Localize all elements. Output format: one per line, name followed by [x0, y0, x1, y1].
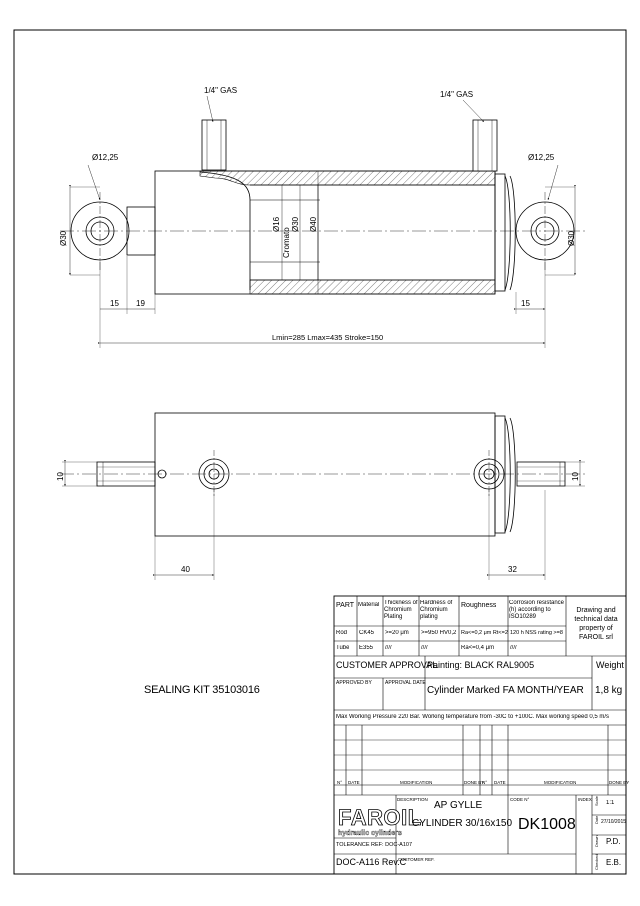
marking-label: Cylinder Marked FA MONTH/YEAR — [427, 685, 584, 696]
weight-value: 1,8 kg — [595, 685, 623, 696]
description-label: DESCRIPTION — [397, 797, 428, 802]
spec-tube-thickness: //// — [385, 645, 392, 651]
property-note: Drawing and technical data property of F… — [574, 607, 618, 641]
spec-header-thickness: Thickness of Chromium Plating — [384, 600, 418, 620]
dim-right-label: 15 — [521, 299, 530, 308]
length-note-label: Lmin=285 Lmax=435 Stroke=150 — [272, 333, 383, 342]
approved-by-label: APPROVED BY — [336, 680, 372, 686]
spec-tube-hardness: //// — [421, 645, 428, 651]
doc-ref: DOC-A116 Rev.C — [336, 857, 407, 867]
cylinder-tube — [154, 170, 496, 295]
sheet-border — [13, 29, 627, 875]
cylinder-tube-side — [154, 412, 496, 537]
approval-date-label: APPROVAL DATE — [385, 680, 426, 686]
rev-header-n: N° — [337, 780, 343, 785]
rev-header-date2: DATE — [494, 780, 506, 785]
tube-diameter-label: Ø40 — [309, 216, 318, 232]
port-left-label: 1/4" GAS — [204, 86, 237, 95]
scale-value: 1:1 — [606, 800, 615, 806]
spec-rod-material: CK45 — [359, 630, 375, 636]
rev-header-date: DATE — [348, 780, 360, 785]
title-block: PART Material Thickness of Chromium Plat… — [334, 596, 630, 874]
spec-header-hardness: Hardness of Chromium plating — [420, 600, 453, 620]
rod-diameter-label: Ø16 — [272, 216, 281, 232]
spec-tube-roughness: Ra<=0,4 μm — [461, 645, 495, 651]
checked-label: Checked — [594, 854, 599, 870]
tolerance-ref: TOLERANCE REF: DOC-A107 — [336, 842, 413, 848]
section-hatch-top — [199, 170, 496, 186]
spec-header-material: Material — [358, 602, 380, 608]
date-label: Date — [594, 815, 599, 824]
rod-right-side — [516, 461, 566, 487]
index-label: INDEX — [578, 797, 592, 802]
rev-header-done-by: DONE BY — [464, 780, 485, 785]
bore-diameter-label: Ø30 — [291, 216, 300, 232]
side-view — [60, 412, 585, 580]
spec-tube-corrosion: //// — [510, 645, 517, 651]
description-line1: AP GYLLE — [434, 800, 483, 811]
dim-left-b-label: 19 — [136, 299, 145, 308]
eye-left-outer-label: Ø30 — [59, 230, 68, 246]
spec-header-roughness: Roughness — [461, 602, 497, 609]
dim-left-a-label: 15 — [110, 299, 119, 308]
spec-rod-corrosion: 120 h NSS rating >=8 — [510, 630, 563, 636]
spec-rod-roughness: Ra<=0,2 μm Rt<=2 μm — [461, 630, 509, 636]
sealing-kit-note: SEALING KIT 35103016 — [144, 684, 260, 696]
spec-rod-thickness: >=20 μm — [385, 630, 409, 636]
title-block-grid — [333, 595, 627, 875]
rev-header-done-by2: DONE BY — [609, 780, 630, 785]
faroil-logo: FAROIL hydraulic cylinders — [338, 805, 422, 838]
port-right-label: 1/4" GAS — [440, 90, 473, 99]
customer-approval: CUSTOMER APPROVAL — [336, 660, 438, 670]
thickness-right-label: 10 — [571, 472, 580, 481]
faroil-logo-sub: hydraulic cylinders — [338, 830, 402, 837]
drawn-label: Drawn — [594, 835, 599, 847]
code-label: CODE N° — [510, 797, 530, 802]
code-value: DK1008 — [518, 816, 576, 833]
port-right — [472, 119, 498, 172]
spec-rod-hardness: >=950 HV0,2 — [421, 630, 457, 636]
date-value: 27/10/2015 — [601, 819, 627, 825]
eye-right-outer-label: Ø30 — [567, 230, 576, 246]
port-left — [201, 119, 227, 171]
spec-tube-part: Tube — [336, 645, 350, 651]
eye-right-diameter-label: Ø12,25 — [528, 153, 555, 162]
faroil-logo-brand: FAROIL — [338, 805, 422, 830]
spec-tube-material: E355 — [359, 645, 374, 651]
section-hatch-bottom — [249, 279, 496, 295]
offset-right-label: 32 — [508, 565, 517, 574]
drawn-value: P.D. — [606, 837, 621, 846]
working-note: Max Working Pressure 220 Bar. Working te… — [336, 714, 610, 720]
spec-header-part: PART — [336, 602, 355, 609]
top-view-labels: 1/4" GAS 1/4" GAS Ø12,25 Ø12,25 Ø30 Ø30 … — [59, 86, 576, 342]
offset-left-label: 40 — [181, 565, 190, 574]
rev-header-modification2: MODIFICATION — [544, 780, 577, 785]
spec-rod-part: Rod — [336, 630, 348, 636]
weight-label: Weight — [596, 660, 624, 670]
description-line2: CYLINDER 30/16x150 — [412, 818, 513, 829]
spec-header-corrosion: Corrosion resistance (h) according to IS… — [509, 600, 565, 620]
painting-label: Painting: BLACK RAL9005 — [427, 660, 535, 670]
top-view — [60, 95, 585, 348]
rev-header-modification: MODIFICATION — [400, 780, 433, 785]
customer-ref-label: CUSTOMER REF. — [398, 857, 435, 862]
rod-finish-label: Cromato — [282, 227, 291, 258]
scale-label: Scale — [594, 795, 599, 806]
thickness-left-label: 10 — [56, 472, 65, 481]
checked-value: E.B. — [606, 858, 622, 867]
rev-header-n2: N° — [482, 780, 488, 785]
side-view-labels: 10 10 40 32 — [56, 472, 580, 574]
eye-left-diameter-label: Ø12,25 — [92, 153, 119, 162]
